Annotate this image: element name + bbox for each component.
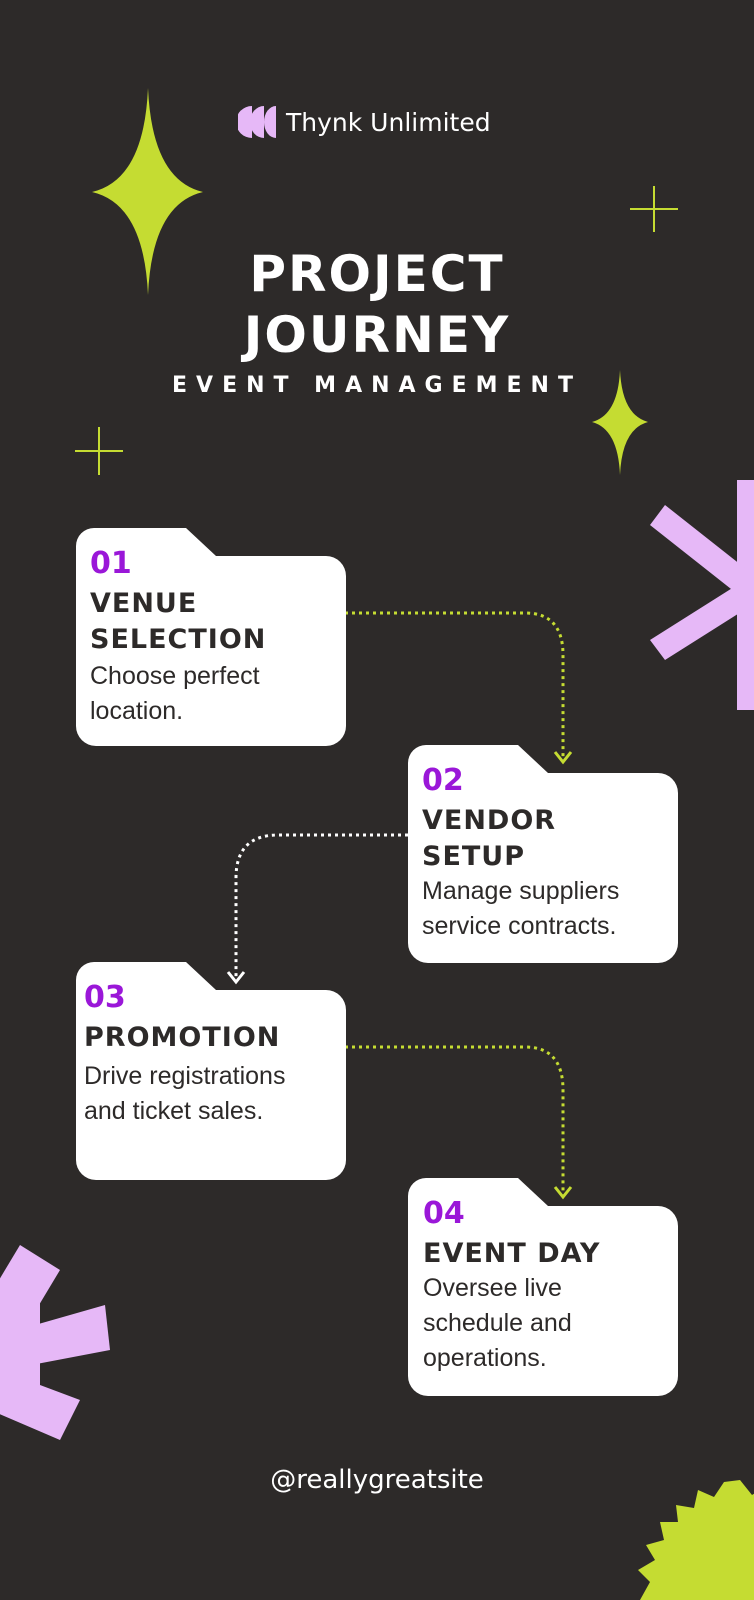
step-title: EVENT DAY (423, 1238, 601, 1269)
page-subtitle: EVENT MANAGEMENT (172, 373, 582, 398)
connector-2-3 (234, 833, 408, 980)
step-title: VENDOR SETUP (422, 805, 557, 872)
step-number: 03 (84, 980, 126, 1015)
plus-icon (75, 427, 123, 475)
connector-1-2 (345, 611, 565, 760)
connector-3-4 (345, 1045, 565, 1195)
plus-icon (630, 186, 678, 232)
brand-name: Thynk Unlimited (286, 107, 491, 137)
sparkle-small-icon (592, 370, 648, 475)
brand-logo: Thynk Unlimited (238, 104, 491, 140)
starburst-shape (638, 1480, 754, 1600)
step-description: Choose perfect location. (90, 662, 260, 725)
arrow-down-icon (553, 1186, 573, 1200)
arrow-down-icon (553, 751, 573, 765)
brand-mark-icon (238, 106, 276, 138)
step-card-01: 01 VENUE SELECTION Choose perfect locati… (76, 528, 346, 746)
step-card-03: 03 PROMOTION Drive registrations and tic… (76, 962, 346, 1180)
step-title: VENUE SELECTION (90, 588, 267, 655)
step-title: PROMOTION (84, 1022, 281, 1053)
title-line-2: JOURNEY (243, 306, 511, 364)
step-description: Manage suppliers service contracts. (422, 877, 620, 940)
step-number: 02 (422, 763, 464, 798)
step-card-02: 02 VENDOR SETUP Manage suppliers service… (408, 745, 678, 963)
asterisk-shape-left (0, 1245, 110, 1440)
arrow-down-icon (226, 971, 246, 985)
step-number: 04 (423, 1196, 465, 1231)
asterisk-shape-right (650, 480, 754, 710)
step-card-04: 04 EVENT DAY Oversee live schedule and o… (408, 1178, 678, 1396)
footer-handle: @reallygreatsite (270, 1465, 484, 1495)
title-line-1: PROJECT (249, 245, 505, 303)
step-number: 01 (90, 546, 132, 581)
step-description: Oversee live schedule and operations. (423, 1274, 572, 1372)
step-description: Drive registrations and ticket sales. (84, 1062, 286, 1125)
page-title: PROJECT JOURNEY (0, 244, 754, 366)
sparkle-large-icon (92, 88, 203, 295)
